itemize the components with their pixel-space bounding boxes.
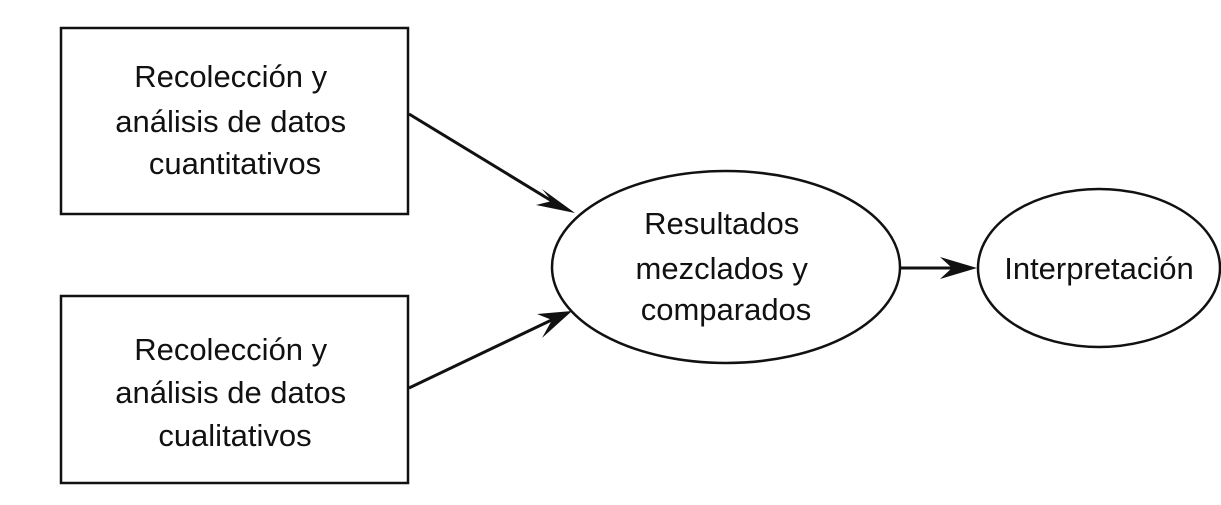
results-label: Resultados mezclados y comparados <box>636 206 817 327</box>
arrow-quantitative-to-results <box>408 112 575 213</box>
arrow-shaft-qualitative <box>408 314 561 390</box>
interpretation-line-1: Interpretación <box>1004 251 1194 286</box>
arrow-shaft-quantitative <box>408 112 561 208</box>
qualitative-line-1: Recolección y <box>134 332 327 367</box>
quantitative-line-1: Recolección y <box>134 59 327 94</box>
results-line-2: mezclados y <box>636 251 809 286</box>
quantitative-box <box>59 26 410 216</box>
arrowhead-quantitative <box>536 189 575 213</box>
quantitative-line-2: análisis de datos <box>115 104 346 139</box>
arrow-results-to-interpretation <box>900 257 977 279</box>
qualitative-box <box>59 294 410 485</box>
quantitative-line-3: cuantitativos <box>149 146 321 181</box>
results-line-3: comparados <box>641 292 812 327</box>
qualitative-label: Recolección y análisis de datos cualitat… <box>115 332 355 453</box>
arrowhead-results <box>940 257 977 279</box>
arrowhead-qualitative <box>537 311 572 338</box>
interpretation-label: Interpretación <box>1004 251 1194 286</box>
results-line-1: Resultados <box>644 206 799 241</box>
qualitative-line-2: análisis de datos <box>115 375 346 410</box>
interpretation-ellipse <box>976 187 1221 349</box>
arrow-qualitative-to-results <box>408 311 572 390</box>
qualitative-line-3: cualitativos <box>158 418 311 453</box>
quantitative-label: Recolección y análisis de datos cuantita… <box>115 59 355 181</box>
